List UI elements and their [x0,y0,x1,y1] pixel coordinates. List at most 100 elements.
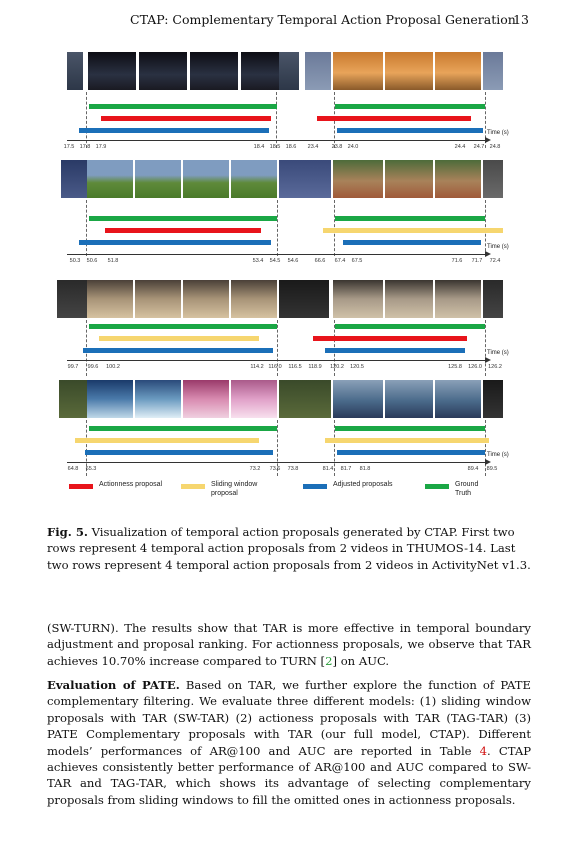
time-axis [67,140,487,141]
video-frame [385,52,433,90]
tick-label: 18.5 [269,144,281,150]
guide-line [86,92,87,148]
sliding-window-bar [325,438,489,443]
video-frame [231,160,277,198]
time-axis [67,462,487,463]
tick-label: 89.5 [486,466,498,472]
time-axis [67,360,487,361]
adjusted-bar [337,128,483,133]
tick-label: 17.9 [95,144,107,150]
video-frame [183,280,229,318]
actionness-bar [105,228,261,233]
video-frame [333,380,383,418]
tick-label: 18.4 [253,144,265,150]
video-frame [435,160,481,198]
caption-label: Fig. 5. [47,525,88,539]
video-frame [483,52,503,90]
figure-row-3: Time (s) 99.7 99.6 100.2 114.2 116.0 116… [55,280,525,392]
tick-label: 120.5 [350,364,364,370]
guide-line [276,92,277,148]
sliding-window-bar [323,228,503,233]
tick-label: 116.5 [288,364,302,370]
tick-label: 17.5 [63,144,75,150]
guide-line [277,320,278,376]
tick-label: 54.5 [269,258,281,264]
tick-label: 24.7 [473,144,485,150]
actionness-bar [101,116,271,121]
paragraph-text: ] on AUC. [332,653,390,668]
legend-swatch [181,484,205,489]
video-frame [385,160,433,198]
video-frame [88,52,136,90]
video-frame [241,52,279,90]
paragraph-text: Based on TAR, we further explore the fun… [47,678,531,758]
video-frame [305,52,331,90]
tick-label: 73.8 [287,466,299,472]
tick-label: 23.8 [331,144,343,150]
tick-label: 67.5 [351,258,363,264]
ground-truth-bar [335,426,485,431]
adjusted-bar [337,450,485,455]
tick-label: 50.6 [86,258,98,264]
tick-label: 24.8 [489,144,501,150]
video-frame [279,52,299,90]
tick-label: 81.8 [359,466,371,472]
legend-label: Adjusted proposals [333,481,393,488]
ground-truth-bar [335,216,485,221]
time-axis-label: Time (s) [487,244,509,250]
paragraph-text: . CTAP achieves consistently better perf… [47,743,531,807]
tick-label: 17.8 [79,144,91,150]
tick-label: 118.9 [308,364,322,370]
video-frame [483,160,503,198]
adjusted-bar [79,128,269,133]
ground-truth-bar [89,324,277,329]
tick-label: 50.3 [69,258,81,264]
figure-legend: Actionness proposal Sliding window propo… [69,481,519,508]
guide-line [277,420,278,476]
paragraph: (SW-TURN). The results show that TAR is … [47,620,531,669]
adjusted-bar [79,240,271,245]
tick-label: 89.4 [467,466,479,472]
tick-label: 54.6 [287,258,299,264]
table-reference-link[interactable]: 4 [479,743,488,758]
video-frame [435,280,481,318]
paragraph-heading: Evaluation of PATE. [47,678,180,692]
tick-label: 64.8 [67,466,79,472]
axis-arrow [485,251,491,257]
paragraph-text: (SW-TURN). The results show that TAR is … [47,621,531,668]
video-frame [435,52,481,90]
figure-row-4: Time (s) 64.8 65.3 73.2 73.6 73.8 81.4 8… [55,380,525,492]
tick-label: 120.2 [330,364,344,370]
video-frame [87,280,133,318]
tick-label: 100.2 [106,364,120,370]
video-frame [231,380,277,418]
tick-label: 81.7 [340,466,352,472]
tick-label: 67.4 [334,258,346,264]
ground-truth-bar [335,324,485,329]
legend-label: Actionness proposal [99,481,163,488]
legend-swatch [303,484,327,489]
paragraph: Evaluation of PATE. Based on TAR, we fur… [47,677,531,808]
video-frame [483,280,503,318]
video-frame [183,160,229,198]
tick-label: 125.8 [448,364,462,370]
axis-arrow [485,357,491,363]
legend-label: Sliding window proposal [211,481,258,497]
tick-label: 99.7 [67,364,79,370]
adjusted-bar [343,240,481,245]
legend-swatch [69,484,93,489]
video-frame [385,280,433,318]
tick-label: 53.4 [252,258,264,264]
ground-truth-bar [89,426,277,431]
tick-label: 126.0 [468,364,482,370]
tick-label: 116.0 [268,364,282,370]
video-frame [135,160,181,198]
axis-arrow [485,459,491,465]
running-title: CTAP: Complementary Temporal Action Prop… [130,12,516,27]
video-frame [87,380,133,418]
tick-label: 73.2 [249,466,261,472]
adjusted-bar [83,348,273,353]
figure-row-2: Time (s) 50.3 50.6 51.8 53.4 54.5 54.6 6… [55,160,525,272]
citation-link[interactable]: 2 [325,653,333,668]
actionness-bar [313,336,467,341]
